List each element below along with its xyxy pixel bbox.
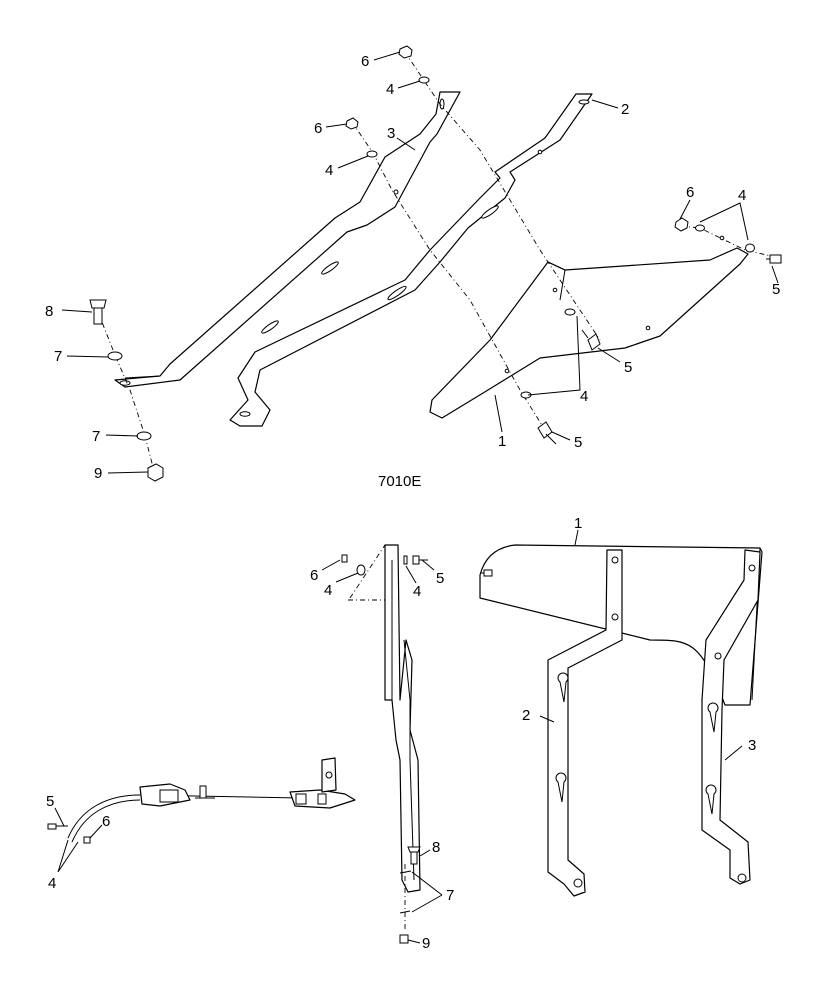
washer-4d-upper [564, 308, 576, 316]
callout-top-9: 9 [94, 465, 102, 482]
bracket-2-front [547, 549, 623, 897]
callout-left-5: 5 [46, 793, 54, 810]
shield-1 [429, 247, 749, 419]
nut-6b [345, 117, 359, 130]
nut-6a [398, 45, 413, 59]
callout-mid-6: 6 [310, 567, 318, 584]
washer-4c-left [695, 224, 705, 232]
callout-top-4a: 4 [386, 81, 394, 98]
callout-right-3: 3 [748, 737, 756, 754]
callout-mid-8: 8 [432, 839, 440, 856]
bolt-mid-8 [407, 846, 421, 865]
callout-top-6c: 6 [686, 184, 694, 201]
nut-9 [147, 463, 164, 482]
washer-4c-right [745, 243, 755, 253]
callout-top-6a: 6 [361, 53, 369, 70]
callout-top-4b: 4 [325, 162, 333, 179]
nut-mid-9 [399, 934, 409, 944]
bolt-8 [89, 299, 107, 325]
shield-edge-curve [67, 794, 301, 839]
washer-4a [418, 76, 430, 84]
callout-top-4d: 4 [580, 388, 588, 405]
callout-top-5a: 5 [772, 281, 780, 298]
callout-top-7b: 7 [92, 428, 100, 445]
bracket-3-front [701, 549, 761, 885]
washer-4b [366, 150, 378, 158]
nut-left-6 [83, 836, 91, 844]
callout-left-6: 6 [102, 813, 110, 830]
callout-top-5c: 5 [574, 434, 582, 451]
callout-right-2: 2 [522, 707, 530, 724]
nut-6c [674, 217, 689, 232]
side-view-middle: 6 5 4 4 8 7 9 [310, 544, 454, 952]
nut-mid-6 [341, 554, 348, 563]
top-exploded-view: 6 4 2 6 3 4 6 4 5 8 7 5 4 7 5 1 9 7010E [45, 45, 782, 490]
bolt-left-5 [47, 823, 68, 830]
callout-top-3: 3 [387, 125, 395, 142]
callout-mid-9: 9 [422, 935, 430, 952]
callout-mid-4b: 4 [413, 583, 421, 600]
bracket-2 [229, 93, 593, 427]
front-view-right: 1 2 3 [479, 515, 763, 897]
callout-mid-5: 5 [436, 570, 444, 587]
callout-mid-7: 7 [446, 887, 454, 904]
washer-7a [107, 351, 123, 361]
callout-top-6b: 6 [314, 120, 322, 137]
callout-top-2: 2 [621, 101, 629, 118]
callout-left-4: 4 [48, 875, 56, 892]
washer-7b [136, 431, 152, 441]
diagram-caption: 7010E [378, 473, 421, 490]
bolt-mid-5 [412, 555, 428, 565]
callout-top-4c: 4 [738, 187, 746, 204]
callout-right-1: 1 [574, 515, 582, 532]
callout-top-5b: 5 [624, 359, 632, 376]
callout-top-8: 8 [45, 303, 53, 320]
bolt-5a [766, 254, 782, 264]
washer-mid-4b [403, 555, 408, 565]
side-view-left: 5 6 4 [46, 757, 356, 892]
washer-mid-4a [356, 564, 366, 576]
callout-top-1: 1 [498, 433, 506, 450]
callout-mid-4a: 4 [324, 582, 332, 599]
callout-top-7a: 7 [54, 348, 62, 365]
bolt-5b [581, 329, 601, 351]
